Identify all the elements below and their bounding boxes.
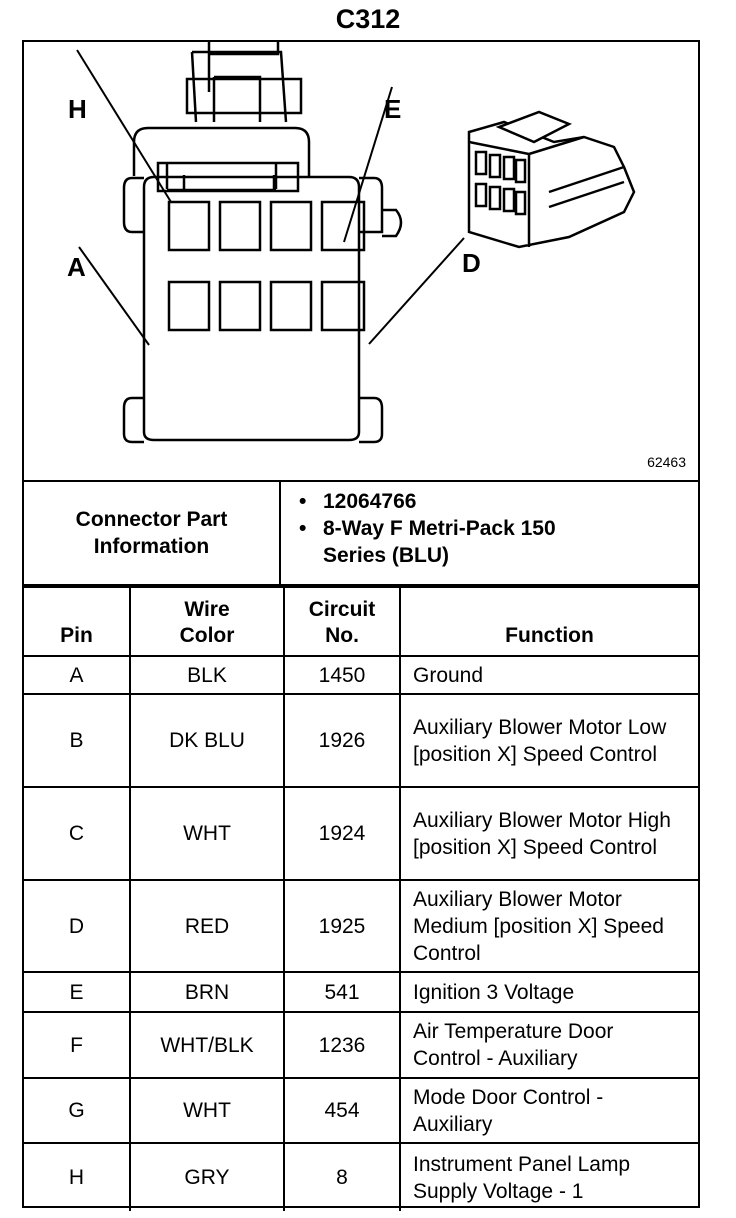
function-cell: Ignition 3 Voltage	[399, 971, 698, 1013]
header-wire-color: Wire Color	[129, 586, 285, 657]
wire-color-cell: WHT	[129, 786, 285, 881]
pin-cell: F	[24, 1011, 131, 1079]
connector-face-drawing: H E A D	[67, 42, 636, 444]
connector-title: C312	[335, 4, 401, 34]
pin-cell: G	[24, 1077, 131, 1144]
wire-color-cell: WHT	[129, 1077, 285, 1144]
wire-color-cell: DK BLU	[129, 693, 285, 788]
function-cell: Air Temperature Door Control - Auxiliary	[399, 1011, 698, 1079]
connector-info-list: 12064766 8-Way F Metri-Pack 150 Series (…	[299, 488, 563, 569]
circuit-cell: 1450	[283, 655, 401, 695]
circuit-cell: 1236	[283, 1011, 401, 1079]
connector-sheet: H E A D 62463 Connector Part Information…	[22, 40, 700, 1211]
pin-label-h: H	[68, 94, 87, 124]
function-cell: Auxiliary Blower Motor High [position X]…	[399, 786, 698, 881]
figure-number: 62463	[647, 454, 686, 470]
circuit-cell: 454	[283, 1077, 401, 1144]
function-cell: Instrument Panel Lamp Supply Voltage - 1	[399, 1142, 698, 1211]
wire-color-cell: GRY	[129, 1142, 285, 1211]
function-cell: Auxiliary Blower Motor Low [position X] …	[399, 693, 698, 788]
part-number: 12064766	[299, 488, 563, 515]
circuit-cell: 1925	[283, 879, 401, 973]
connector-part-information: Connector Part Information 12064766 8-Wa…	[24, 482, 698, 586]
header-function: Function	[399, 586, 698, 657]
function-cell: Ground	[399, 655, 698, 695]
function-cell: Mode Door Control - Auxiliary	[399, 1077, 698, 1144]
pin-label-e: E	[384, 94, 401, 124]
pin-cell: H	[24, 1142, 131, 1211]
function-cell: Auxiliary Blower Motor Medium [position …	[399, 879, 698, 973]
wire-color-cell: RED	[129, 879, 285, 973]
pin-cell: B	[24, 693, 131, 788]
table-header-row: Pin Wire Color Circuit No. Function	[24, 586, 698, 657]
wire-color-cell: BRN	[129, 971, 285, 1013]
wire-color-cell: BLK	[129, 655, 285, 695]
wire-color-cell: WHT/BLK	[129, 1011, 285, 1079]
header-pin: Pin	[24, 586, 131, 657]
pin-cell: A	[24, 655, 131, 695]
circuit-cell: 8	[283, 1142, 401, 1211]
circuit-cell: 1926	[283, 693, 401, 788]
circuit-cell: 1924	[283, 786, 401, 881]
pin-cell: C	[24, 786, 131, 881]
connector-isometric-icon	[467, 110, 636, 249]
pin-label-d: D	[462, 248, 481, 278]
pin-label-a: A	[67, 252, 86, 282]
pin-cell: D	[24, 879, 131, 973]
connector-info-label: Connector Part Information	[24, 482, 281, 584]
pin-cell: E	[24, 971, 131, 1013]
circuit-cell: 541	[283, 971, 401, 1013]
connector-type: 8-Way F Metri-Pack 150 Series (BLU)	[299, 515, 563, 569]
connector-diagram: H E A D 62463	[24, 42, 698, 482]
header-circuit: Circuit No.	[283, 586, 401, 657]
pin-cavities	[167, 200, 366, 332]
